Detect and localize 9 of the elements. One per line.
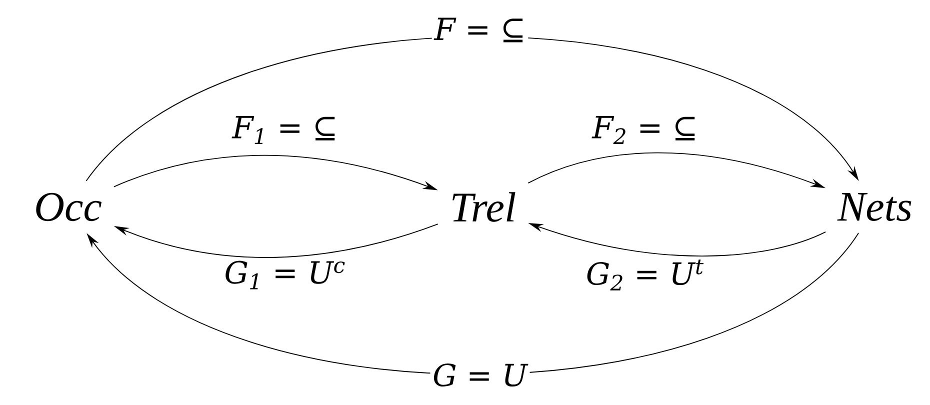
edge-label: G$_{1}$ = U$^{c}$: [222, 258, 348, 292]
node-label: Nets: [837, 192, 912, 221]
edge-label: F$_{2}$ = ⊆: [590, 114, 700, 146]
edge-label: G$_{2}$ = U$^{t}$: [584, 257, 706, 293]
node-label: Occ: [36, 192, 102, 222]
node-label: Trel: [452, 192, 516, 222]
edge-label: F$_{1}$ = ⊆: [230, 114, 340, 146]
edge-label: F = ⊆: [432, 15, 528, 45]
edge-label: G = U: [430, 361, 530, 389]
